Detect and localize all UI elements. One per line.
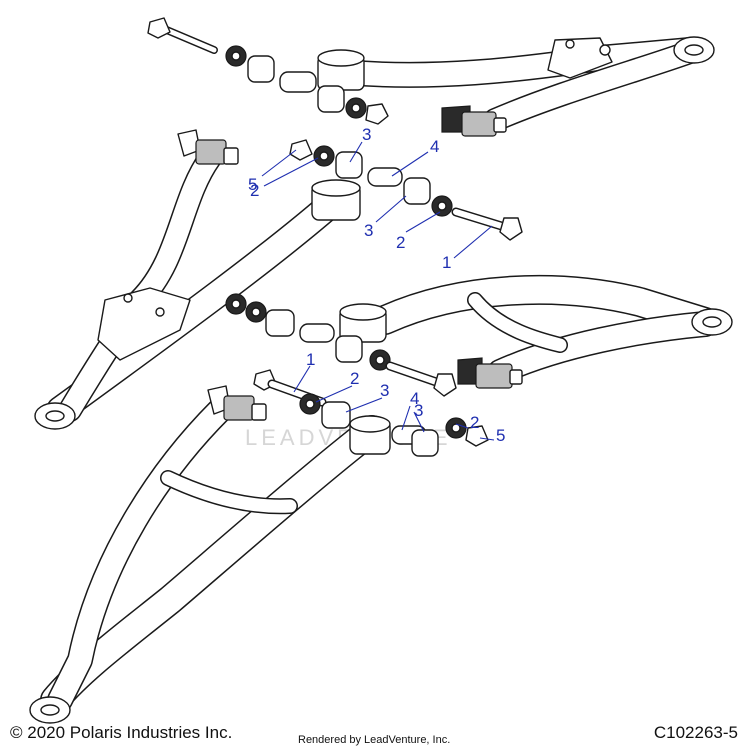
callout-4a: 4 [430, 137, 439, 156]
lower-a-arm-left [29, 385, 391, 724]
callout-2c: 2 [350, 369, 359, 388]
callouts: 3 4 5 2 3 2 1 1 2 3 4 3 2 5 [248, 125, 505, 445]
hardware-set-a [289, 139, 523, 241]
callout-2d: 2 [470, 413, 479, 432]
upper-hardware-top [147, 17, 389, 125]
callout-3d: 3 [414, 401, 423, 420]
callout-5a: 5 [248, 175, 257, 194]
hardware-set-c [253, 369, 489, 457]
callout-4b: 4 [410, 389, 419, 408]
callout-1b: 1 [306, 350, 315, 369]
callout-2a: 2 [250, 181, 259, 200]
callout-5b: 5 [496, 426, 505, 445]
upper-a-arm-top [317, 36, 715, 137]
callout-3b: 3 [364, 221, 373, 240]
rendered-by-text: Rendered by LeadVenture, Inc. [298, 734, 451, 746]
diagram-part-number: C102263-5 [653, 723, 738, 742]
lower-a-arm-right [339, 274, 733, 389]
copyright-text: © 2020 Polaris Industries Inc. [10, 723, 233, 742]
callout-1a: 1 [442, 253, 451, 272]
callout-2b: 2 [396, 233, 405, 252]
callout-3c: 3 [380, 381, 389, 400]
upper-a-arm-left [34, 129, 361, 430]
hardware-set-b [225, 293, 457, 397]
callout-3a: 3 [362, 125, 371, 144]
